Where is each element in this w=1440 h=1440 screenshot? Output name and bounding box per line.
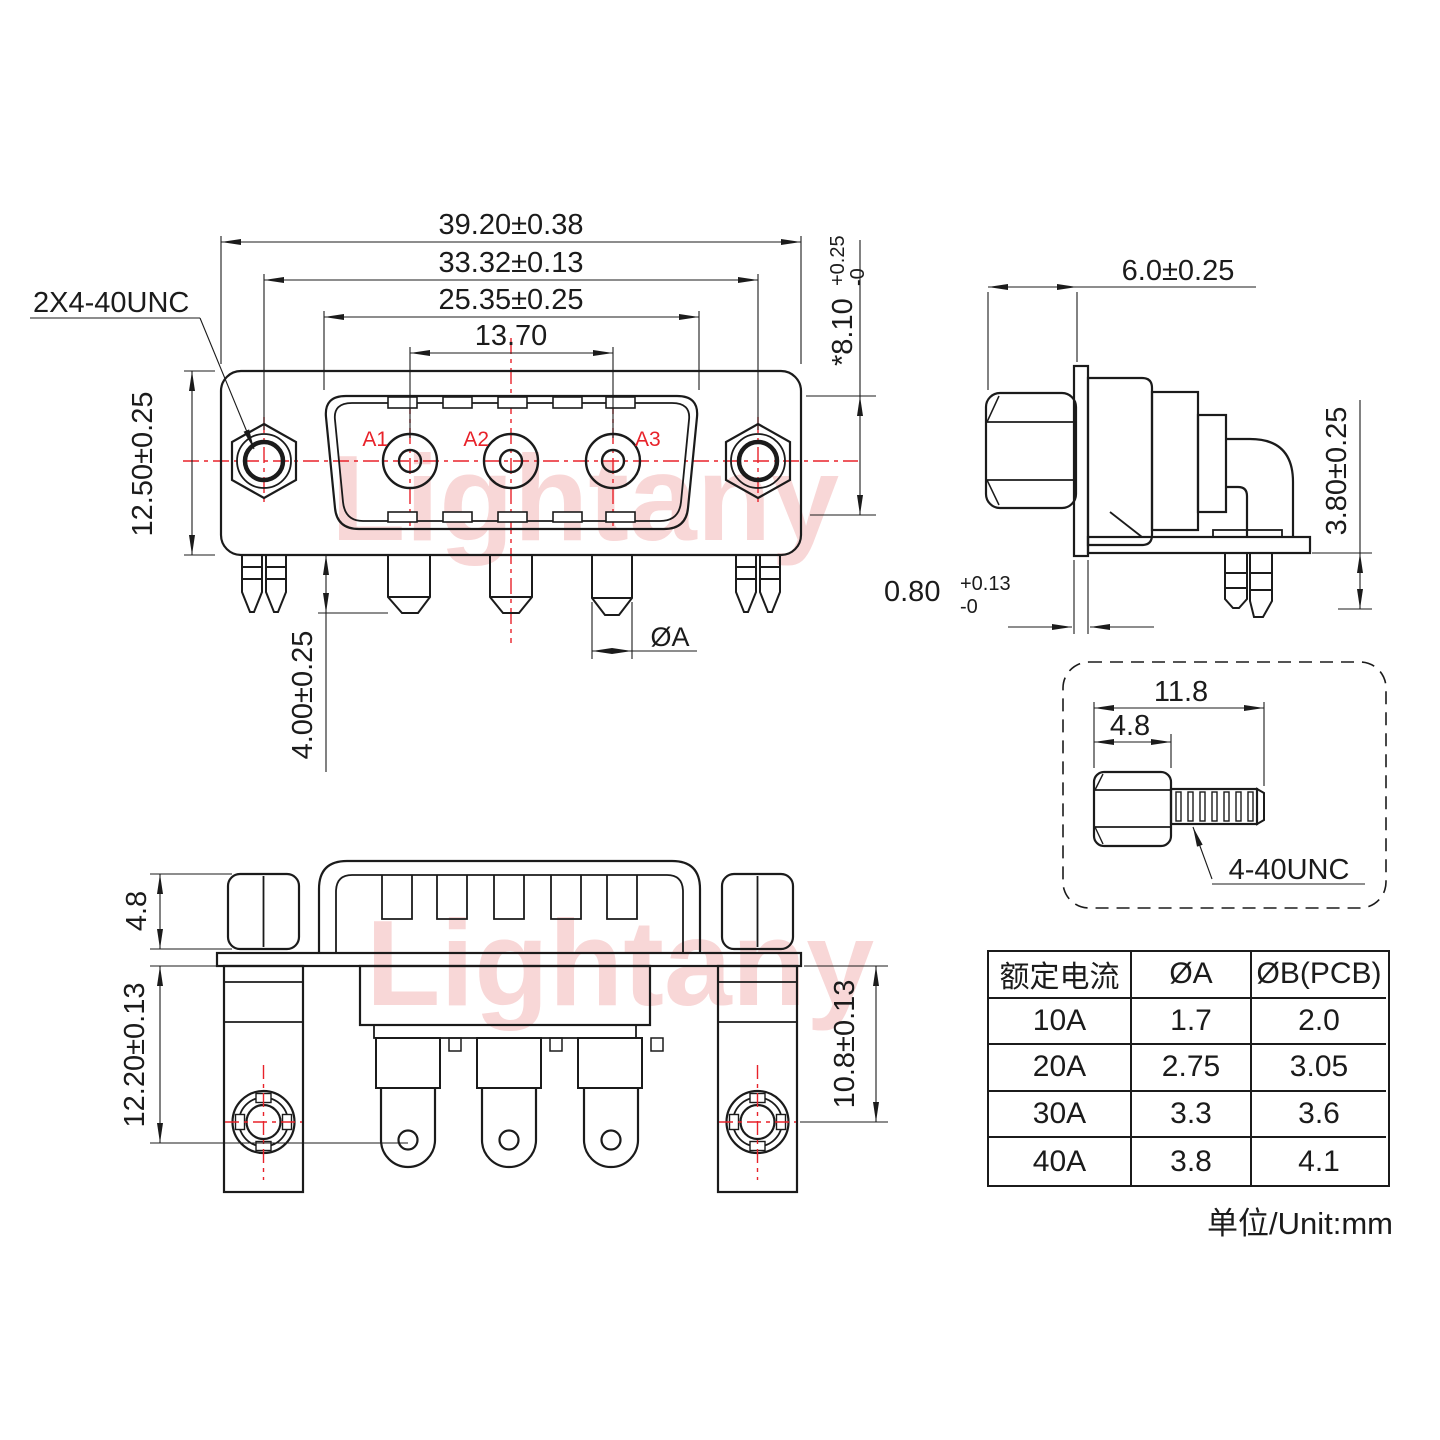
back-centerlines	[225, 1065, 796, 1180]
spec-cell: 40A	[989, 1138, 1132, 1185]
watermark-back: Lightany	[366, 895, 874, 1031]
spec-cell: 2.75	[1132, 1045, 1252, 1092]
dim-body-height: 12.50±0.25	[127, 392, 159, 537]
front-solder-pins	[387, 555, 633, 616]
pin-label-a2: A2	[463, 428, 489, 451]
dim-screw-head-length: 4.8	[1110, 710, 1150, 742]
dsub-shell-inner	[333, 402, 691, 522]
spec-header-dia-b: ØB(PCB)	[1252, 952, 1386, 999]
dim-total-width: 39.20±0.38	[439, 209, 584, 241]
back-hex-nut-right	[720, 872, 795, 951]
spec-cell: 3.8	[1132, 1138, 1252, 1185]
dim-mount-hole-span: 33.32±0.13	[439, 247, 584, 279]
spec-cell: 3.3	[1132, 1091, 1252, 1139]
right-angle-bracket-outer	[1226, 437, 1295, 537]
back-view: 4.8 12.20±0.13 10.8±0.13	[119, 859, 888, 1194]
dim-pin-length: 4.00±0.25	[287, 631, 319, 760]
screw-detail: 11.8 4.8 4-40UNC	[1062, 661, 1387, 909]
spec-cell: 3.05	[1252, 1045, 1386, 1092]
dsub-shell-outer	[324, 394, 699, 531]
side-view: 6.0±0.25 3.80±0.25 0.80 +0.13 -0	[884, 255, 1372, 634]
svg-text:0.80: 0.80	[884, 576, 940, 608]
board-locks	[241, 555, 781, 613]
front-dim-lines	[30, 236, 876, 772]
dim-insulator-depth: 6.0±0.25	[1122, 255, 1235, 287]
dim-shell-height: *8.10 +0.25 -0	[827, 235, 869, 366]
front-shell-slots	[387, 396, 636, 523]
dim-flange-thickness: 0.80 +0.13 -0	[884, 573, 1011, 618]
spec-cell: 20A	[989, 1045, 1132, 1092]
spec-cell: 10A	[989, 998, 1132, 1046]
thread-callout-front: 2X4-40UNC	[33, 287, 189, 319]
back-body-outline	[215, 859, 803, 1194]
side-body-outline	[984, 364, 1312, 558]
detail-dashed-box	[1062, 661, 1387, 909]
back-dim-lines	[150, 873, 888, 1144]
dim-screw-total-length: 11.8	[1154, 676, 1208, 708]
pin-label-a1: A1	[362, 428, 388, 451]
thread-callout-screw: 4-40UNC	[1229, 854, 1350, 886]
mount-rail-left	[222, 964, 305, 1194]
side-solder-pins	[1224, 552, 1273, 618]
spec-cell: 30A	[989, 1091, 1132, 1139]
mount-rail-right	[716, 964, 799, 1194]
dim-pin-protrusion: 3.80±0.25	[1321, 407, 1353, 536]
dim-pin-diameter: ØA	[650, 622, 689, 652]
dim-hole-center-depth: 10.8±0.13	[829, 980, 861, 1109]
spec-header-dia-a: ØA	[1132, 952, 1252, 999]
unit-note: 单位/Unit:mm	[1207, 1206, 1393, 1241]
spec-table: 额定电流 ØA ØB(PCB) 10A 1.7 2.0 20A 2.75 3.0…	[987, 950, 1390, 1187]
back-hex-nut-left	[226, 872, 301, 951]
pin-label-a3: A3	[635, 428, 661, 451]
back-solder-pins	[379, 1088, 640, 1169]
screw-shape	[1092, 770, 1265, 848]
svg-text:-0: -0	[960, 596, 978, 618]
spec-cell: 4.1	[1298, 1144, 1340, 1178]
bracket-foot	[1086, 535, 1312, 555]
dim-nut-height: 4.8	[121, 891, 153, 931]
right-angle-bracket-inner	[1226, 485, 1249, 537]
front-view: A1 A2 A3 39.20±0.38 33.32±0.	[30, 209, 876, 772]
screw-dim-lines	[1093, 702, 1365, 885]
svg-text:+0.13: +0.13	[960, 573, 1011, 595]
dim-pin-span: 13.70	[475, 320, 548, 352]
spec-header-current: 额定电流	[989, 952, 1132, 999]
svg-text:*8.10: *8.10	[827, 298, 859, 366]
front-hex-nuts	[230, 422, 792, 500]
svg-text:-0: -0	[847, 268, 869, 286]
spec-cell: 1.7	[1132, 998, 1252, 1046]
dim-shell-width: 25.35±0.25	[439, 284, 584, 316]
spec-cell: 3.6	[1252, 1092, 1386, 1139]
side-dim-lines	[987, 284, 1372, 634]
front-body-outline	[219, 369, 803, 557]
dim-pin-tip-depth: 12.20±0.13	[119, 983, 151, 1128]
svg-text:+0.25: +0.25	[827, 235, 849, 286]
spec-cell: 2.0	[1252, 999, 1386, 1046]
